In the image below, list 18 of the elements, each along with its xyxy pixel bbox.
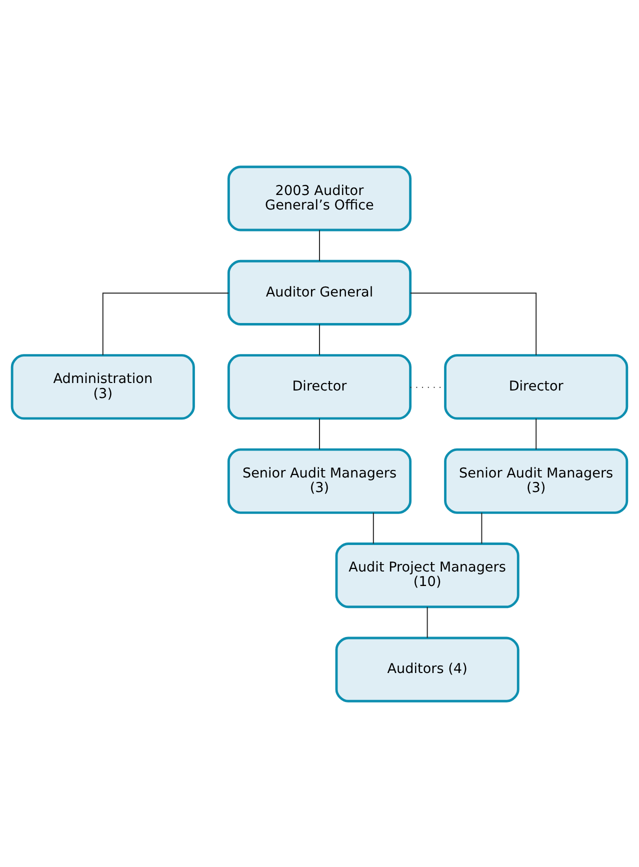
connector — [481, 512, 482, 544]
connector — [410, 292, 537, 356]
node-box: Director — [227, 354, 412, 420]
connector — [536, 418, 537, 450]
connector — [102, 292, 230, 356]
node-box: 2003 Auditor General’s Office — [227, 165, 412, 231]
connector — [319, 229, 320, 261]
connector — [319, 323, 320, 356]
connector — [372, 512, 374, 544]
node-box: Senior Audit Managers (3) — [227, 448, 412, 514]
connector — [426, 606, 428, 638]
node-box: Senior Audit Managers (3) — [444, 448, 628, 514]
node-box: Audit Project Managers (10) — [335, 542, 520, 608]
node-box: Administration (3) — [10, 354, 195, 420]
node-box: Auditor General — [227, 259, 412, 325]
node-box: Director — [444, 354, 628, 420]
node-box: Auditors (4) — [335, 636, 520, 702]
connector — [319, 418, 320, 450]
